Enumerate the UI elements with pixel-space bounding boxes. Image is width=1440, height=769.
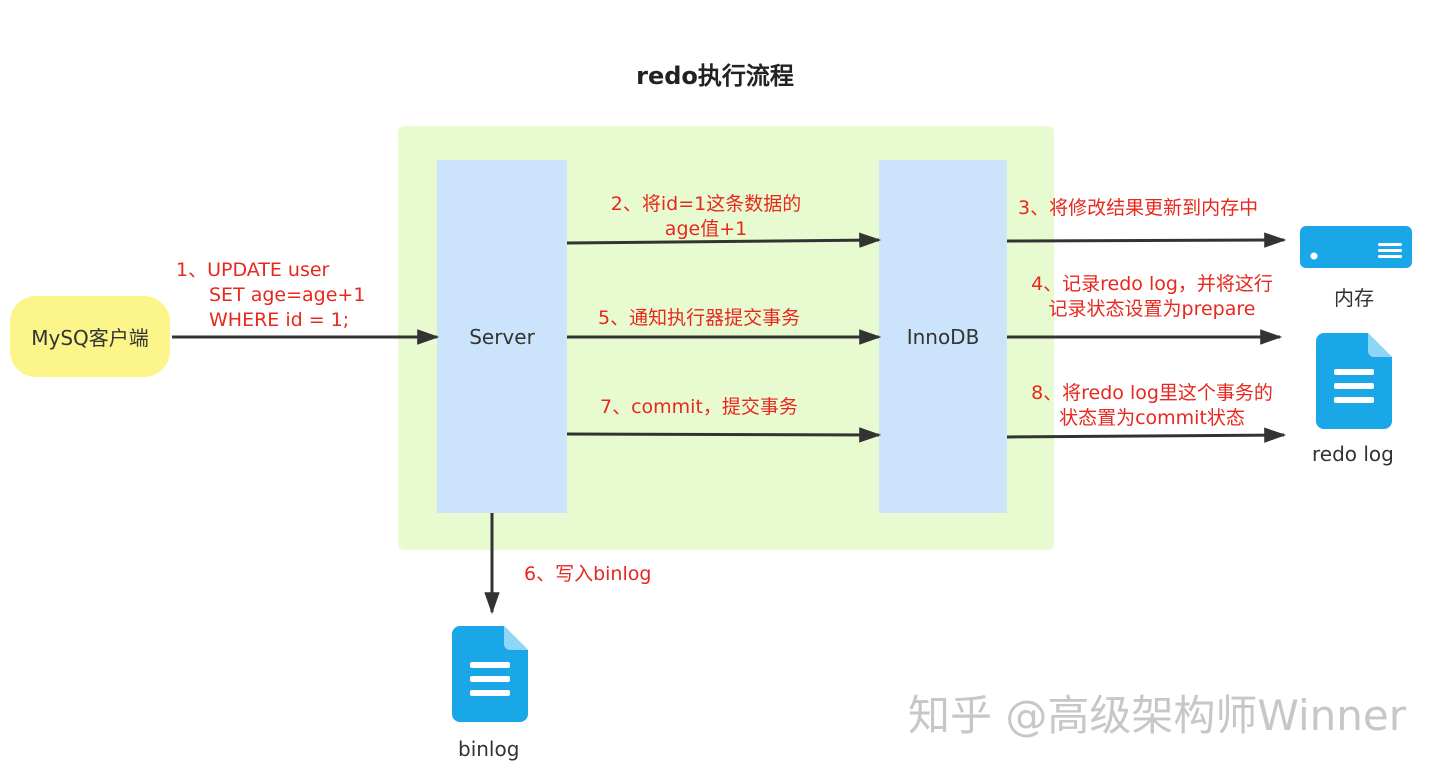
step5-label: 5、通知执行器提交事务	[598, 307, 801, 329]
step1-line2: SET age=age+1	[209, 284, 366, 306]
step2-line1: 2、将id=1这条数据的	[610, 193, 802, 215]
redo-log-label: redo log	[1312, 442, 1394, 466]
step2-label: 2、将id=1这条数据的 age值+1	[596, 192, 816, 242]
step1-line3: WHERE id = 1;	[209, 309, 350, 331]
step1-label: 1、UPDATE user SET age=age+1 WHERE id = 1…	[176, 258, 365, 333]
step8-line2: 状态置为commit状态	[1059, 407, 1245, 429]
arrow-step2	[566, 232, 882, 248]
document-icon	[452, 626, 528, 726]
step8-line1: 8、将redo log里这个事务的	[1031, 382, 1273, 404]
memory-label: 内存	[1334, 286, 1374, 310]
step4-line2: 记录状态设置为prepare	[1048, 298, 1256, 320]
server-label: Server	[469, 324, 535, 349]
diagram-title: redo执行流程	[636, 62, 794, 90]
server-icon	[1300, 226, 1412, 272]
arrow-step7	[566, 427, 882, 443]
step4-line1: 4、记录redo log，并将这行	[1031, 273, 1273, 295]
innodb-label: InnoDB	[906, 324, 980, 349]
step1-line1: 1、UPDATE user	[176, 259, 330, 281]
arrow-step3	[1006, 232, 1287, 248]
step3-label: 3、将修改结果更新到内存中	[1018, 197, 1259, 219]
document-icon	[1316, 333, 1392, 433]
binlog-label: binlog	[458, 737, 520, 761]
client-node: MySQ客户端	[10, 296, 170, 377]
client-label: MySQ客户端	[31, 326, 149, 350]
watermark: 知乎 @高级架构师Winner	[908, 691, 1406, 740]
step2-line2: age值+1	[664, 218, 748, 240]
step7-label: 7、commit，提交事务	[600, 396, 798, 418]
step8-label: 8、将redo log里这个事务的 状态置为commit状态	[1016, 381, 1288, 431]
step4-label: 4、记录redo log，并将这行 记录状态设置为prepare	[1016, 272, 1288, 322]
arrow-step8	[1006, 427, 1287, 443]
server-node: Server	[437, 160, 567, 513]
innodb-node: InnoDB	[879, 160, 1007, 513]
step6-label: 6、写入binlog	[524, 563, 652, 585]
